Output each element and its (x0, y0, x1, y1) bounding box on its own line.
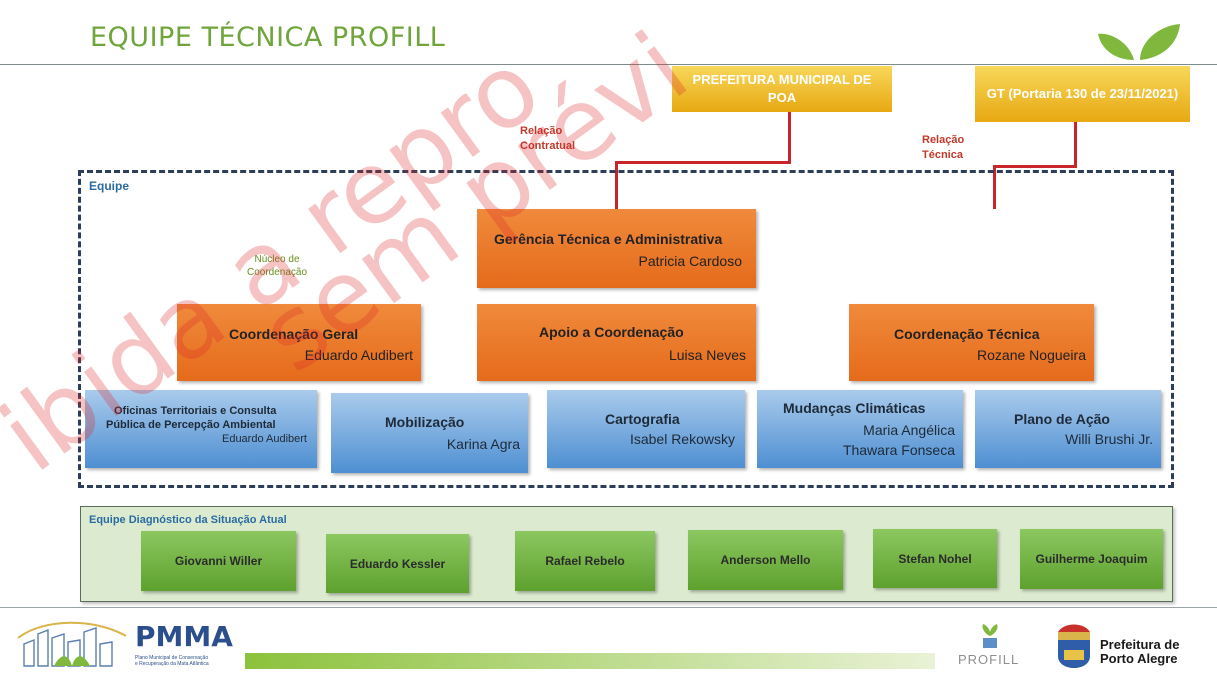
relacao-contratual-label: Relação Contratual (520, 125, 575, 152)
tecnica-line-vertical-top (1074, 122, 1077, 168)
area-plano-acao-name: Willi Brushi Jr. (1065, 431, 1153, 447)
tecnica-line-vertical-down (993, 165, 996, 209)
member-card: Stefan Nohel (873, 529, 997, 588)
member-card: Guilherme Joaquim (1020, 529, 1163, 589)
pmma-logo-text: PMMA (135, 620, 233, 653)
contratual-line-vertical-down (615, 161, 618, 209)
area-mudancas-climaticas-name2: Thawara Fonseca (842, 442, 955, 458)
gt-box: GT (Portaria 130 de 23/11/2021) (975, 66, 1190, 122)
profill-logo-icon (982, 624, 998, 648)
porto-alegre-coat-of-arms-icon (1058, 624, 1090, 668)
coordenacao-geral-name: Eduardo Audibert (304, 347, 413, 363)
coordenacao-tecnica-name: Rozane Nogueira (977, 347, 1086, 363)
gt-label: GT (Portaria 130 de 23/11/2021) (986, 86, 1179, 101)
gerencia-name: Patricia Cardoso (638, 253, 743, 269)
member-name: Anderson Mello (720, 553, 811, 567)
area-plano-acao-title: Plano de Ação (1014, 411, 1110, 427)
member-name: Rafael Rebelo (545, 554, 625, 568)
area-mudancas-climaticas-title: Mudanças Climáticas (783, 400, 926, 416)
leaf-logo-icon (1098, 24, 1180, 60)
prefeitura-label: PREFEITURA MUNICIPAL DE POA (692, 72, 872, 105)
coordenacao-tecnica-box: Coordenação Técnica Rozane Nogueira (849, 304, 1094, 381)
nucleo-coordenacao-label: Núcleo de Coordenação (246, 254, 308, 278)
member-name: Eduardo Kessler (349, 556, 446, 571)
area-mudancas-climaticas-box: Mudanças Climáticas Maria Angélica Thawa… (757, 390, 963, 468)
page-title: EQUIPE TÉCNICA PROFILL (90, 22, 446, 53)
diagnostico-label: Equipe Diagnóstico da Situação Atual (89, 514, 287, 526)
equipe-container (78, 170, 1174, 488)
area-plano-acao-box: Plano de Ação Willi Brushi Jr. (975, 390, 1161, 468)
area-oficinas-title-line1: Oficinas Territoriais e Consulta (114, 405, 277, 417)
prefeitura-box: PREFEITURA MUNICIPAL DE POA (672, 66, 892, 112)
coordenacao-tecnica-title: Coordenação Técnica (894, 326, 1040, 342)
member-name: Guilherme Joaquim (1035, 552, 1148, 566)
apoio-coordenacao-title: Apoio a Coordenação (539, 324, 684, 340)
member-name: Giovanni Willer (174, 554, 263, 568)
coordenacao-geral-box: Coordenação Geral Eduardo Audibert (177, 304, 421, 381)
pmma-subtitle: Plano Municipal de Conservação e Recuper… (135, 655, 209, 667)
coordenacao-geral-title: Coordenação Geral (229, 326, 359, 342)
gerencia-title: Gerência Técnica e Administrativa (494, 231, 723, 247)
tecnica-line-horizontal (993, 165, 1077, 168)
relacao-tecnica-label: Relação Técnica (922, 134, 965, 161)
area-oficinas-name: Eduardo Audibert (221, 433, 307, 445)
area-mudancas-climaticas-name1: Maria Angélica (863, 422, 955, 438)
area-cartografia-title: Cartografia (605, 411, 680, 427)
area-oficinas-box: Oficinas Territoriais e Consulta Pública… (85, 390, 317, 468)
area-mobilizacao-box: Mobilização Karina Agra (331, 393, 528, 473)
member-card: Anderson Mello (688, 530, 843, 590)
gerencia-box: Gerência Técnica e Administrativa Patric… (477, 209, 756, 288)
header-divider (0, 64, 1217, 65)
porto-alegre-logo-text: Prefeitura de Porto Alegre (1100, 637, 1180, 666)
footer-green-bar (245, 653, 935, 669)
member-card: Eduardo Kessler (326, 534, 469, 593)
area-oficinas-title-line2: Pública de Percepção Ambiental (106, 419, 276, 431)
area-mobilizacao-name: Karina Agra (446, 436, 520, 452)
contratual-line-horizontal (615, 161, 791, 164)
pmma-city-logo-icon (17, 621, 127, 667)
apoio-coordenacao-box: Apoio a Coordenação Luisa Neves (477, 304, 756, 381)
member-card: Rafael Rebelo (515, 531, 655, 591)
area-cartografia-name: Isabel Rekowsky (629, 431, 735, 447)
area-cartografia-box: Cartografia Isabel Rekowsky (547, 390, 745, 468)
member-name: Stefan Nohel (898, 551, 972, 566)
equipe-label: Equipe (89, 179, 130, 193)
member-card: Giovanni Willer (141, 531, 296, 591)
contratual-line-vertical-top (788, 112, 791, 164)
footer-divider (0, 607, 1217, 608)
profill-logo-text: PROFILL (958, 652, 1020, 667)
apoio-coordenacao-name: Luisa Neves (668, 347, 746, 363)
area-mobilizacao-title: Mobilização (385, 414, 465, 430)
